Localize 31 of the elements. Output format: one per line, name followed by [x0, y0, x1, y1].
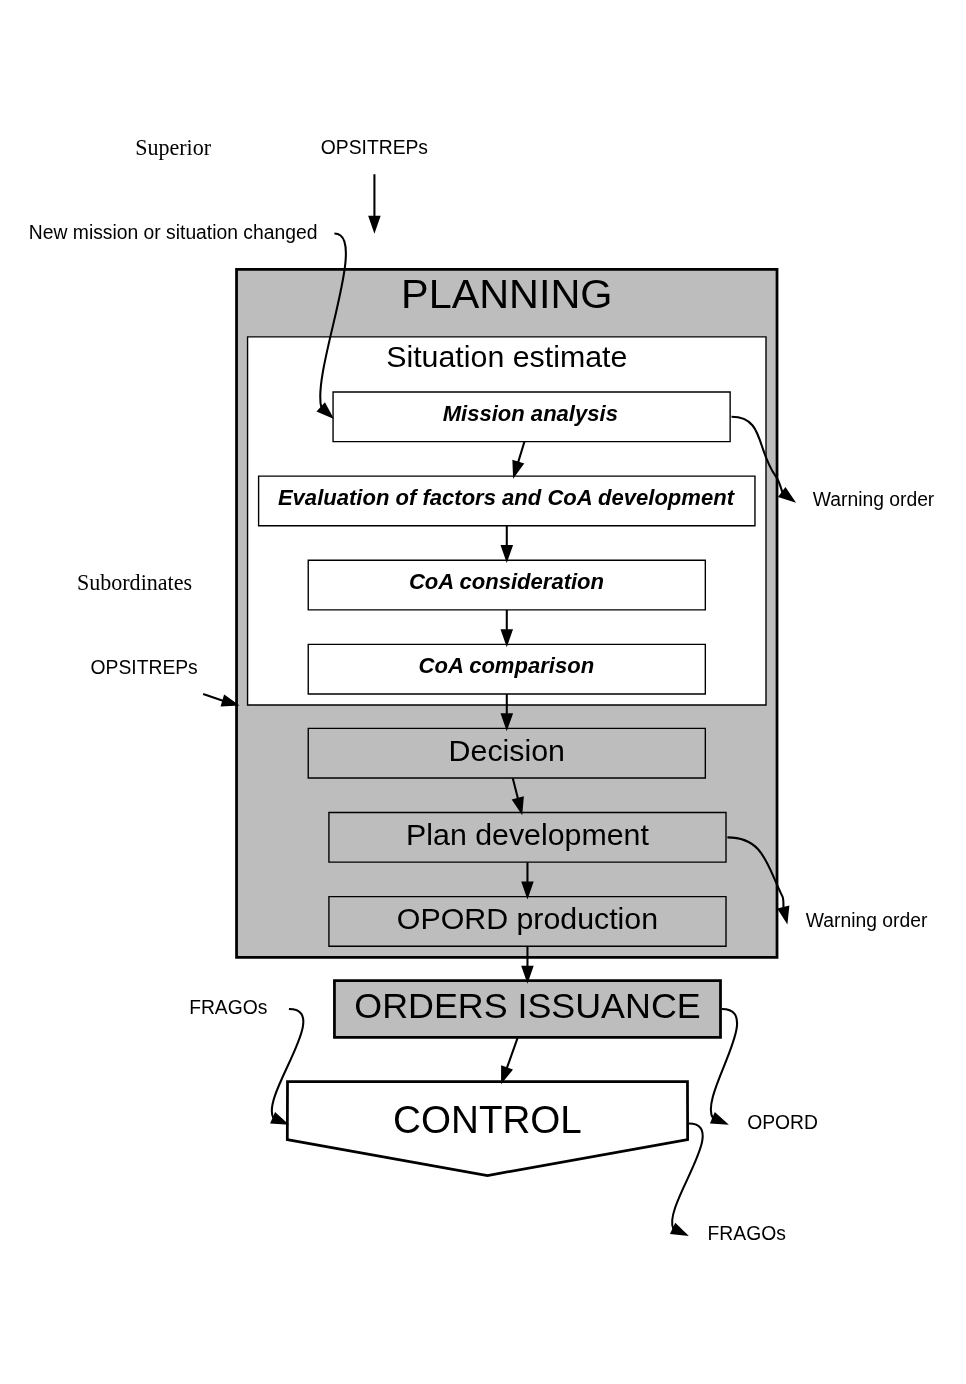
node-box: Plan development [328, 811, 727, 863]
arrow [202, 693, 240, 707]
node-text: OPSITREPs [320, 137, 429, 159]
arrow [521, 862, 534, 900]
arrow [521, 946, 534, 984]
arrow [511, 777, 524, 816]
arrow [727, 836, 790, 925]
node-box: Decision [307, 727, 707, 779]
node-box: ORDERS ISSUANCE [333, 979, 722, 1039]
label: Superior [135, 134, 212, 160]
node-text: Warning order [812, 489, 935, 511]
arrow [731, 415, 797, 503]
node-text: FRAGOs [707, 1222, 786, 1244]
node-text: FRAGOs [189, 997, 268, 1019]
arrow [500, 525, 514, 564]
node-box: Evaluation of factors and CoA development [257, 475, 756, 527]
arrow [512, 441, 526, 479]
node-text: Warning order [805, 909, 928, 931]
arrow [500, 694, 514, 732]
node-box: CoA consideration [307, 559, 707, 611]
arrow [669, 1122, 704, 1236]
node-box: CoA comparison [307, 643, 707, 695]
arrow [500, 609, 514, 648]
arrow [368, 174, 381, 234]
label: Subordinates [76, 570, 193, 596]
node-text: OPORD [747, 1111, 818, 1133]
node-text: OPSITREPs [90, 657, 198, 679]
node-box: Mission analysis [332, 391, 731, 443]
node-text: New mission or situation changed [28, 221, 318, 243]
arrow [501, 1037, 519, 1085]
node-box: OPORD production [328, 895, 727, 947]
